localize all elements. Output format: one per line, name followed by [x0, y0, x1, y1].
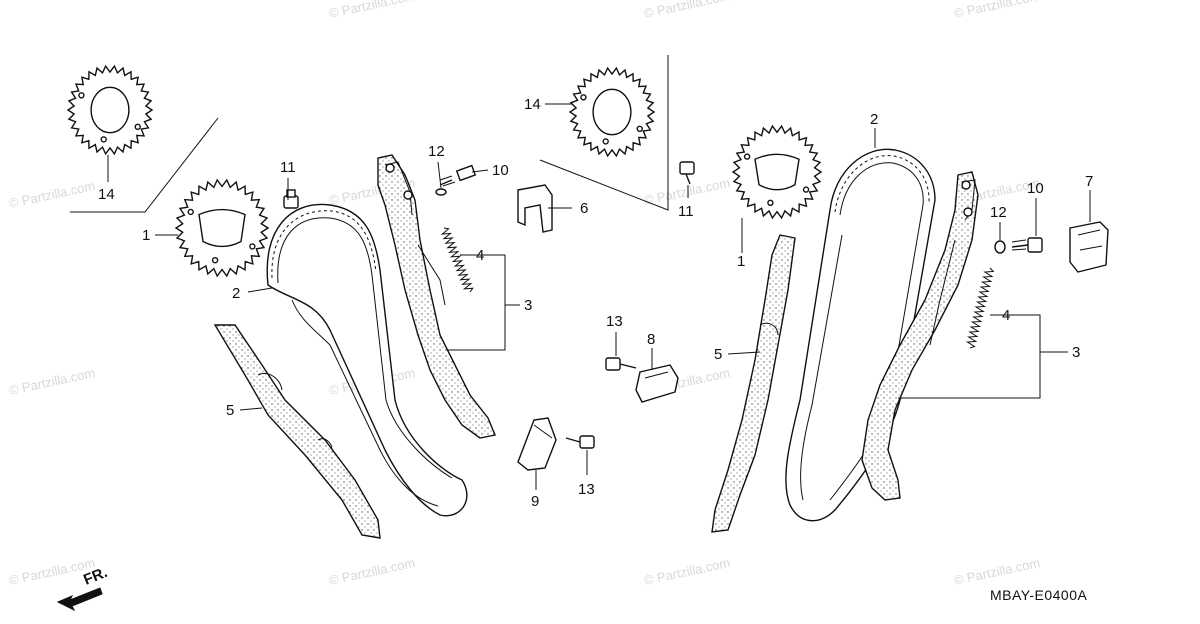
watermark: © Partzilla.com — [953, 555, 1042, 588]
sprocket-14-center — [568, 66, 656, 158]
stopper-6 — [517, 184, 553, 233]
watermark: © Partzilla.com — [328, 0, 417, 21]
watermark: © Partzilla.com — [328, 555, 417, 588]
callout-13-top: 13 — [606, 313, 623, 330]
watermark: © Partzilla.com — [953, 0, 1042, 21]
sprocket-hub — [198, 208, 246, 248]
sprocket-bolt-hole — [78, 92, 85, 99]
bolt-13-bottom — [565, 435, 595, 449]
front-arrow-icon — [56, 587, 103, 612]
callout-4-left: 4 — [476, 247, 484, 264]
sprocket-bolt-hole — [802, 186, 810, 193]
cam-chain-right — [785, 148, 936, 522]
sprocket-bolt-hole — [134, 123, 141, 131]
sprocket-14-left — [66, 64, 154, 156]
cam-chain-left — [266, 203, 468, 517]
callout-14-left: 14 — [98, 186, 115, 203]
callout-3-left: 3 — [524, 297, 532, 314]
sprocket-bolt-hole — [187, 208, 194, 216]
bolt-11-left — [283, 189, 299, 209]
callout-3-right: 3 — [1072, 344, 1080, 361]
callout-13-bottom: 13 — [578, 481, 595, 498]
sprocket-bolt-hole — [580, 94, 587, 101]
bolt-10-left — [439, 164, 477, 187]
washer-12-left — [435, 188, 447, 196]
sprocket-hub — [592, 88, 632, 136]
leader-lines — [107, 103, 1091, 490]
callout-12-right: 12 — [990, 204, 1007, 221]
callout-14-center: 14 — [524, 96, 541, 113]
washer-12-right — [994, 240, 1006, 254]
callout-11-left: 11 — [280, 159, 296, 176]
callout-11-center: 11 — [678, 203, 694, 220]
sprocket-bolt-hole — [602, 138, 609, 145]
sprocket-1-right — [731, 124, 823, 220]
watermark: © Partzilla.com — [643, 0, 732, 21]
callout-8: 8 — [647, 331, 655, 348]
bolt-11-center — [679, 161, 695, 185]
inset-border-center — [539, 55, 669, 211]
callout-1-left: 1 — [142, 227, 150, 244]
callout-6-left: 6 — [580, 200, 588, 217]
callout-labels: 14 1 2 11 5 12 10 6 4 3 14 11 8 13 9 13 … — [98, 96, 1093, 510]
sprockets — [66, 64, 823, 278]
bolt-13-top — [605, 357, 637, 371]
sprocket-hub — [754, 153, 800, 191]
stopper-7 — [1069, 221, 1109, 273]
watermark: © Partzilla.com — [8, 365, 97, 398]
callout-10-left: 10 — [492, 162, 509, 179]
callout-4-right: 4 — [1002, 307, 1010, 324]
callout-10-right: 10 — [1027, 180, 1044, 197]
watermark: © Partzilla.com — [643, 555, 732, 588]
chain-tensioner-right — [861, 171, 979, 501]
watermark: © Partzilla.com — [8, 178, 97, 211]
chain-tensioner-left — [377, 154, 496, 439]
sprocket-bolt-hole — [249, 243, 256, 250]
inset-border-left — [70, 117, 219, 213]
plate-9 — [517, 417, 557, 471]
sprocket-bolt-hole — [211, 257, 219, 264]
plate-8 — [635, 364, 679, 403]
sprocket-bolt-hole — [636, 125, 643, 133]
callout-2-right: 2 — [870, 111, 878, 128]
spring-right — [965, 267, 995, 349]
chain-guide-left — [213, 324, 381, 539]
diagram-code: MBAY-E0400A — [990, 587, 1087, 603]
chain-guide-right — [711, 234, 796, 533]
spring-left — [440, 227, 474, 293]
sprocket-bolt-hole — [743, 153, 751, 160]
bolt-10-right — [1011, 237, 1043, 253]
sprocket-bolt-hole — [767, 199, 774, 207]
callout-12-left: 12 — [428, 143, 445, 160]
sprocket-hub — [90, 86, 130, 134]
sprocket-bolt-hole — [100, 136, 107, 143]
callout-5-left: 5 — [226, 402, 234, 419]
callout-5-right: 5 — [714, 346, 722, 363]
callout-2-left: 2 — [232, 285, 240, 302]
callout-1-right: 1 — [737, 253, 745, 270]
sprocket-1-left — [174, 178, 270, 278]
callout-9: 9 — [531, 493, 539, 510]
callout-7: 7 — [1085, 173, 1093, 190]
